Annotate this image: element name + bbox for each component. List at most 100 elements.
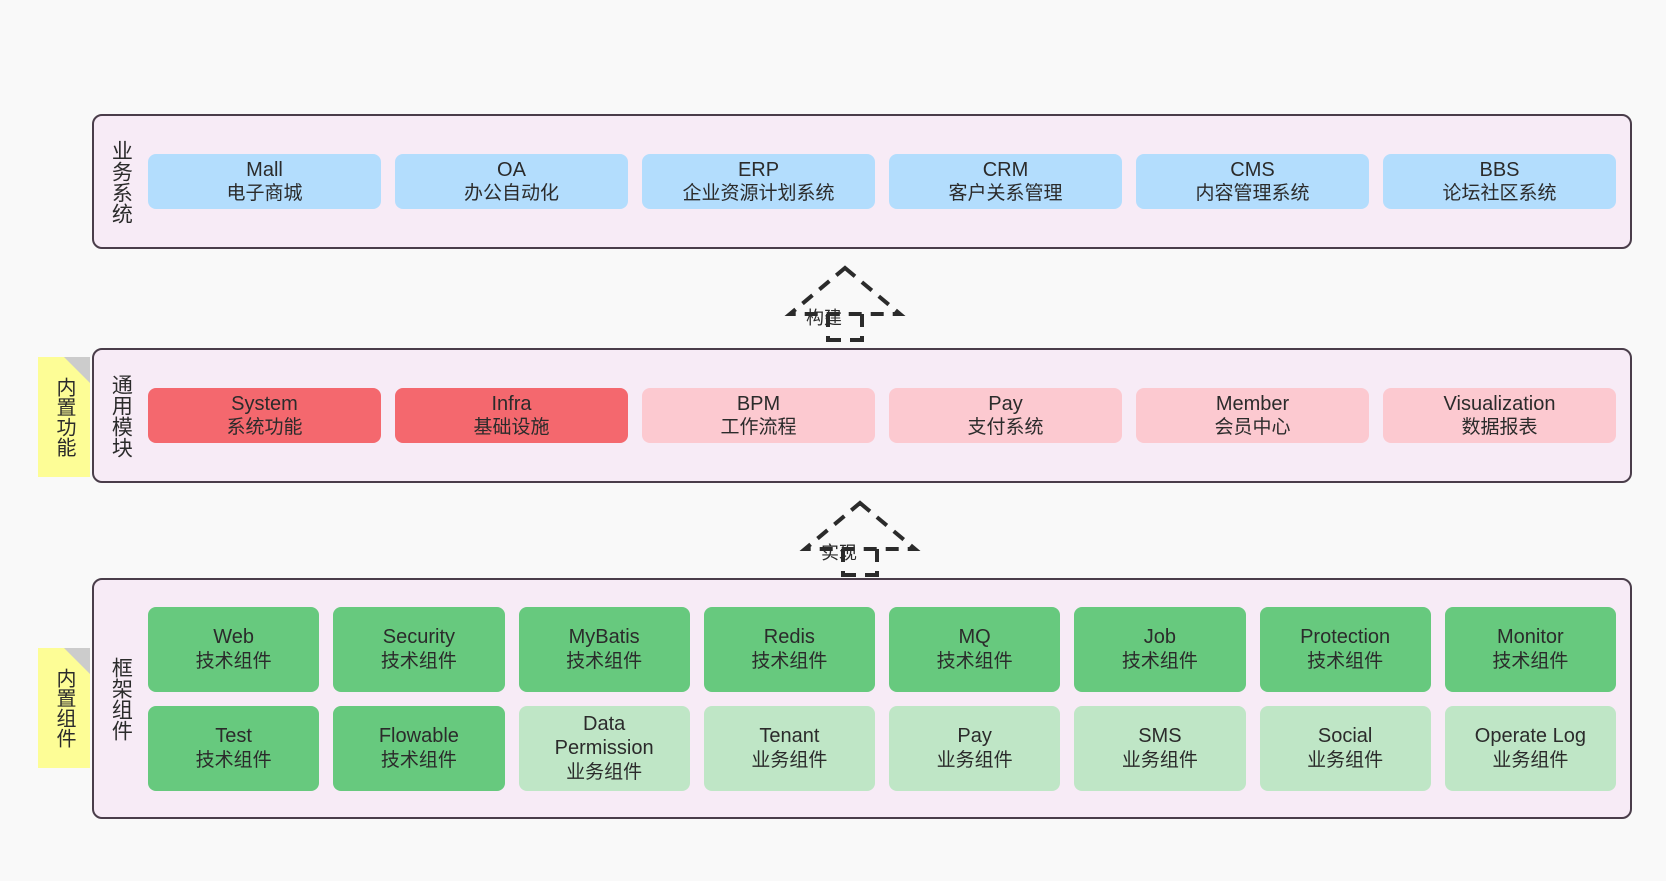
node-mybatis[interactable]: MyBatis 技术组件 xyxy=(518,606,690,692)
node-member[interactable]: Member 会员中心 xyxy=(1136,387,1369,444)
node-title: Visualization xyxy=(1443,392,1556,415)
layer-title-common-modules: 通用模块 xyxy=(109,373,133,458)
connector-implement-label: 实现 xyxy=(821,543,857,563)
node-title: MyBatis xyxy=(568,626,640,649)
node-title: Security xyxy=(382,626,455,649)
connector-build-label: 构建 xyxy=(806,308,842,328)
node-test[interactable]: Test 技术组件 xyxy=(148,705,320,791)
layer-body-framework-components: Web 技术组件 Security 技术组件 MyBatis 技术组件 Redi… xyxy=(140,580,1630,817)
node-crm[interactable]: CRM 客户关系管理 xyxy=(889,153,1122,210)
node-system[interactable]: System 系统功能 xyxy=(148,387,381,444)
layer-body-business-system: Mall 电子商城 OA 办公自动化 ERP 企业资源计划系统 CRM 客户关系… xyxy=(140,116,1630,247)
node-web[interactable]: Web 技术组件 xyxy=(148,606,320,692)
node-protection[interactable]: Protection 技术组件 xyxy=(1259,606,1431,692)
node-title: Pay xyxy=(957,725,992,748)
node-data-permission[interactable]: Data Permission 业务组件 xyxy=(518,705,690,791)
node-title: CMS xyxy=(1230,158,1275,181)
node-bpm[interactable]: BPM 工作流程 xyxy=(642,387,875,444)
node-row: Test 技术组件 Flowable 技术组件 Data Permission … xyxy=(148,705,1616,791)
node-title: SMS xyxy=(1138,725,1182,748)
node-title: BPM xyxy=(736,392,781,415)
note-label: 内置功能 xyxy=(53,377,75,457)
node-subtitle: 数据报表 xyxy=(1461,417,1538,439)
node-subtitle: 电子商城 xyxy=(226,183,303,205)
node-infra[interactable]: Infra 基础设施 xyxy=(395,387,628,444)
node-title: Test xyxy=(215,725,252,748)
node-subtitle: 技术组件 xyxy=(195,749,272,771)
node-subtitle: 技术组件 xyxy=(380,650,457,672)
node-title: Mall xyxy=(246,158,283,181)
node-title: Tenant xyxy=(759,725,820,748)
layer-body-common-modules: System 系统功能 Infra 基础设施 BPM 工作流程 Pay 支付系统… xyxy=(140,350,1630,481)
node-title: Job xyxy=(1143,626,1176,649)
node-bbs[interactable]: BBS 论坛社区系统 xyxy=(1383,153,1616,210)
node-monitor[interactable]: Monitor 技术组件 xyxy=(1444,606,1616,692)
node-subtitle: 企业资源计划系统 xyxy=(682,183,835,205)
node-flowable[interactable]: Flowable 技术组件 xyxy=(333,705,505,791)
node-title: CRM xyxy=(982,158,1029,181)
node-subtitle: 业务组件 xyxy=(566,761,643,783)
connector-build: 构建 xyxy=(760,262,930,342)
node-subtitle: 内容管理系统 xyxy=(1195,183,1310,205)
node-tenant[interactable]: Tenant 业务组件 xyxy=(703,705,875,791)
node-title: OA xyxy=(497,158,526,181)
node-title: Web xyxy=(213,626,254,649)
node-title: System xyxy=(231,392,298,415)
node-subtitle: 办公自动化 xyxy=(463,183,559,205)
node-social[interactable]: Social 业务组件 xyxy=(1259,705,1431,791)
node-subtitle: 技术组件 xyxy=(936,650,1013,672)
node-title: Pay xyxy=(988,392,1023,415)
node-row: Mall 电子商城 OA 办公自动化 ERP 企业资源计划系统 CRM 客户关系… xyxy=(148,153,1616,210)
node-mall[interactable]: Mall 电子商城 xyxy=(148,153,381,210)
note-fold-corner-icon xyxy=(64,648,90,674)
note-builtin-components: 内置组件 xyxy=(38,648,90,768)
connector-implement: 实现 xyxy=(775,497,945,577)
node-operate-log[interactable]: Operate Log 业务组件 xyxy=(1444,705,1616,791)
node-subtitle: 技术组件 xyxy=(195,650,272,672)
node-redis[interactable]: Redis 技术组件 xyxy=(703,606,875,692)
node-security[interactable]: Security 技术组件 xyxy=(333,606,505,692)
node-subtitle: 论坛社区系统 xyxy=(1442,183,1557,205)
node-row: Web 技术组件 Security 技术组件 MyBatis 技术组件 Redi… xyxy=(148,606,1616,692)
node-row: System 系统功能 Infra 基础设施 BPM 工作流程 Pay 支付系统… xyxy=(148,387,1616,444)
node-subtitle: 支付系统 xyxy=(967,417,1044,439)
node-erp[interactable]: ERP 企业资源计划系统 xyxy=(642,153,875,210)
node-title: MQ xyxy=(958,626,991,649)
node-title: Social xyxy=(1317,725,1373,748)
node-subtitle: 技术组件 xyxy=(380,749,457,771)
node-cms[interactable]: CMS 内容管理系统 xyxy=(1136,153,1369,210)
node-subtitle: 系统功能 xyxy=(226,417,303,439)
node-sms[interactable]: SMS 业务组件 xyxy=(1074,705,1246,791)
layer-title-framework-components: 框架组件 xyxy=(109,656,133,741)
node-subtitle: 业务组件 xyxy=(1492,749,1569,771)
note-builtin-features: 内置功能 xyxy=(38,357,90,477)
node-subtitle: 业务组件 xyxy=(936,749,1013,771)
node-mq[interactable]: MQ 技术组件 xyxy=(889,606,1061,692)
node-title: BBS xyxy=(1479,158,1520,181)
node-pay-component[interactable]: Pay 业务组件 xyxy=(889,705,1061,791)
node-subtitle: 客户关系管理 xyxy=(948,183,1063,205)
node-job[interactable]: Job 技术组件 xyxy=(1074,606,1246,692)
node-subtitle: 技术组件 xyxy=(1492,650,1569,672)
node-subtitle: 业务组件 xyxy=(1121,749,1198,771)
node-subtitle: 会员中心 xyxy=(1214,417,1291,439)
node-oa[interactable]: OA 办公自动化 xyxy=(395,153,628,210)
node-visualization[interactable]: Visualization 数据报表 xyxy=(1383,387,1616,444)
node-title: Monitor xyxy=(1497,626,1564,649)
dashed-generalization-arrow-icon xyxy=(799,500,921,577)
layer-framework-components: 框架组件 Web 技术组件 Security 技术组件 MyBatis 技术组件… xyxy=(92,578,1632,819)
node-subtitle: 业务组件 xyxy=(751,749,828,771)
node-title: Flowable xyxy=(378,725,459,748)
node-title: Infra xyxy=(491,392,532,415)
node-title: ERP xyxy=(737,158,780,181)
node-pay[interactable]: Pay 支付系统 xyxy=(889,387,1122,444)
node-subtitle: 基础设施 xyxy=(473,417,550,439)
note-label: 内置组件 xyxy=(53,668,75,748)
node-title: Redis xyxy=(763,626,815,649)
node-title: Member xyxy=(1215,392,1290,415)
node-title: Operate Log xyxy=(1474,725,1586,748)
layer-title-business-system: 业务系统 xyxy=(109,139,133,224)
layer-business-system: 业务系统 Mall 电子商城 OA 办公自动化 ERP 企业资源计划系统 CRM… xyxy=(92,114,1632,249)
layer-common-modules: 通用模块 System 系统功能 Infra 基础设施 BPM 工作流程 Pay… xyxy=(92,348,1632,483)
